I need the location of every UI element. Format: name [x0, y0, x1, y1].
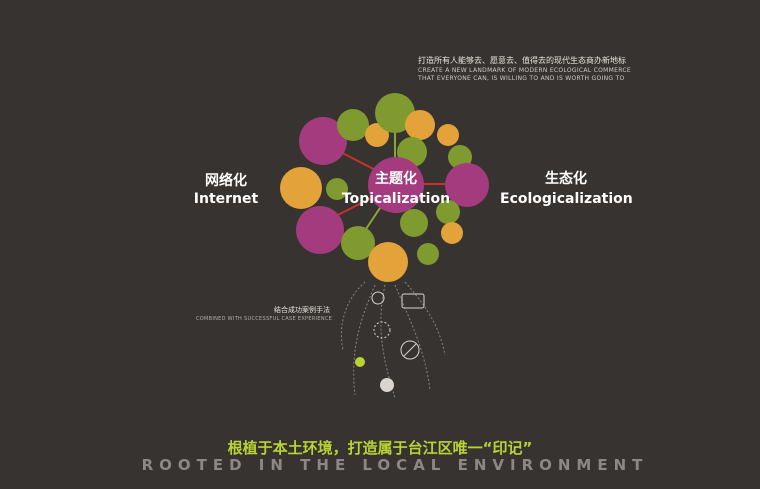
slogan-cn: 打造所有人能够去、愿意去、值得去的现代生态商办新地标: [418, 56, 626, 65]
bubble: [296, 206, 344, 254]
topicalization-label-en: Topicalization: [341, 191, 451, 207]
bubble: [448, 145, 472, 169]
internet-label-en: Internet: [193, 191, 259, 207]
bubble: [299, 117, 347, 165]
footer-cn: 根植于本土环境，打造属于台江区唯一“印记”: [227, 439, 533, 457]
slogan-en-line1: CREATE A NEW LANDMARK OF MODERN ECOLOGIC…: [418, 67, 631, 74]
bubble: [368, 242, 408, 282]
people-icon: [380, 378, 394, 392]
ecologicalization-label-cn: 生态化: [545, 171, 587, 187]
bubble: [280, 167, 322, 209]
bubble: [441, 222, 463, 244]
root-icons: [355, 291, 425, 392]
bubble: [341, 226, 375, 260]
bubble: [326, 178, 348, 200]
bubble: [417, 243, 439, 265]
root-lines: [340, 281, 446, 399]
tree-icon: [371, 291, 385, 305]
bubble: [405, 110, 435, 140]
internet-label-cn: 网络化: [205, 173, 247, 189]
dotted-circle-icon: [373, 321, 391, 339]
globe-icon: [400, 340, 420, 360]
building-icon: [401, 293, 425, 309]
bubble-cluster: [280, 93, 489, 282]
ecologicalization-label-en: Ecologicalization: [500, 191, 633, 207]
root-note-en: COMBINED WITH SUCCESSFUL CASE EXPERIENCE: [196, 316, 333, 322]
root-note-cn: 结合成功案例手法: [274, 306, 330, 314]
bubble: [400, 209, 428, 237]
bubble: [445, 163, 489, 207]
topicalization-label-cn: 主题化: [375, 171, 417, 187]
slogan-en-line2: THAT EVERYONE CAN, IS WILLING TO AND IS …: [418, 75, 625, 82]
bubble: [337, 109, 369, 141]
leaf-icon: [355, 357, 365, 367]
footer-en: ROOTED IN THE LOCAL ENVIRONMENT: [141, 456, 649, 474]
bubble: [436, 200, 460, 224]
bubble: [375, 93, 415, 133]
bubble: [437, 124, 459, 146]
bubble: [368, 157, 424, 213]
